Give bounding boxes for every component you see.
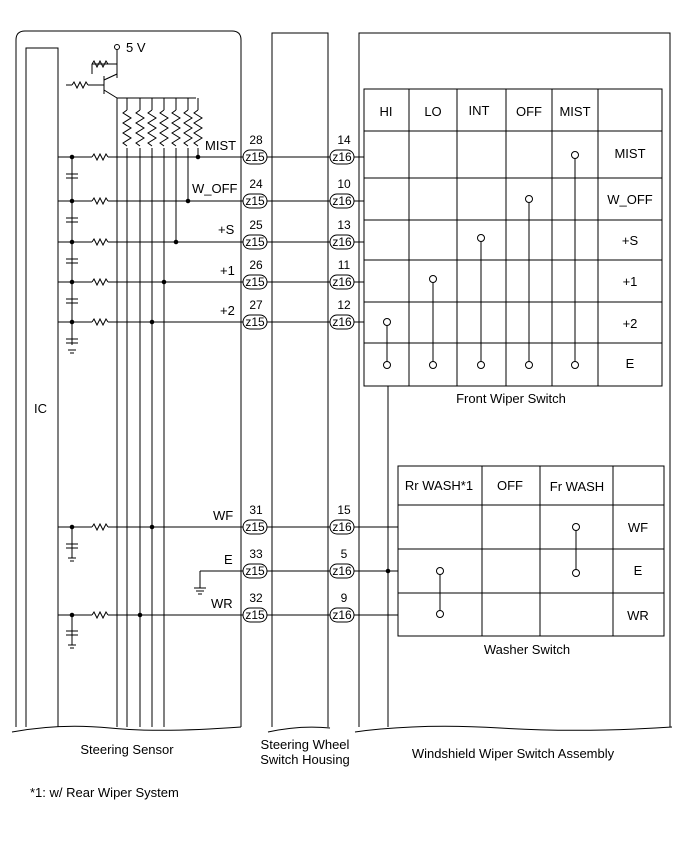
caption-housing-line1: Steering Wheel [261, 737, 350, 752]
connector-z15: z15 [245, 275, 265, 289]
pullup-resistors [126, 98, 199, 727]
connector-z15: z15 [245, 564, 265, 578]
pullup-resistor-zigzags [122, 109, 203, 148]
pin-number-housing: 14 [337, 133, 351, 147]
pin-number-sensor: 33 [249, 547, 263, 561]
footnote: *1: w/ Rear Wiper System [30, 785, 179, 800]
connector-z15: z15 [245, 520, 265, 534]
connector-z16: z16 [332, 520, 352, 534]
pin-number-sensor: 24 [249, 177, 263, 191]
pin-number-housing: 10 [337, 177, 351, 191]
connector-pills [242, 149, 355, 623]
caption-housing-line2: Switch Housing [260, 752, 350, 767]
front-switch-headers: HI LO INT OFF MIST MIST W_OFF +S +1 +2 E… [380, 103, 653, 406]
housing-box [271, 32, 329, 727]
caption-steering-sensor: Steering Sensor [80, 742, 174, 757]
washer-col-fr-wash: Fr WASH [550, 479, 604, 494]
connector-z15: z15 [245, 150, 265, 164]
front-col-off: OFF [516, 104, 542, 119]
washer-col-off: OFF [497, 478, 523, 493]
pin-number-housing: 11 [338, 258, 351, 272]
break-line [11, 725, 673, 733]
connector-z16: z16 [332, 235, 352, 249]
pin-number-housing: 5 [341, 547, 348, 561]
front-row-s: +S [622, 233, 639, 248]
connector-z16: z16 [332, 564, 352, 578]
signal-label-plus1: +1 [220, 263, 235, 278]
washer-row-wf: WF [628, 520, 648, 535]
pin-number-sensor: 26 [249, 258, 263, 272]
connector-z16: z16 [332, 275, 352, 289]
steering-sensor-box [15, 30, 242, 727]
front-row-plus1: +1 [623, 274, 638, 289]
connector-z16: z16 [332, 194, 352, 208]
capacitors [66, 157, 78, 649]
front-wiper-switch-table [363, 88, 663, 387]
washer-switch-title: Washer Switch [484, 642, 570, 657]
signal-label-wr: WR [211, 596, 233, 611]
front-row-e: E [626, 356, 635, 371]
pin-number-housing: 9 [341, 591, 348, 605]
front-col-lo: LO [424, 104, 441, 119]
pin-number-sensor: 25 [249, 218, 263, 232]
captions: Steering Sensor Steering Wheel Switch Ho… [80, 737, 614, 767]
supply-symbol [91, 44, 120, 78]
signal-labels: MIST W_OFF +S +1 +2 WF E WR [192, 138, 238, 611]
washer-switch-headers: Rr WASH*1 OFF Fr WASH WF E WR Washer Swi… [405, 478, 649, 657]
supply-label: 5 V [126, 40, 146, 55]
connector-z16: z16 [332, 150, 352, 164]
signal-wires [58, 152, 398, 727]
ic-label: IC [34, 401, 47, 416]
front-row-w-off: W_OFF [607, 192, 653, 207]
washer-switch-table [397, 465, 665, 637]
connector-z15: z15 [245, 235, 265, 249]
signal-label-mist: MIST [205, 138, 236, 153]
caption-assembly: Windshield Wiper Switch Assembly [412, 746, 615, 761]
front-switch-title: Front Wiper Switch [456, 391, 566, 406]
front-col-int: INT [469, 103, 490, 118]
front-row-plus2: +2 [623, 316, 638, 331]
washer-row-wr: WR [627, 608, 649, 623]
signal-label-wf: WF [213, 508, 233, 523]
pin-numbers: 28 14 24 10 25 13 26 11 27 12 31 15 33 5 32 9 [249, 133, 351, 605]
ic-box [25, 47, 59, 727]
connector-z16: z16 [332, 608, 352, 622]
pin-number-housing: 12 [337, 298, 351, 312]
signal-label-plus2: +2 [220, 303, 235, 318]
front-col-mist: MIST [559, 104, 590, 119]
signal-label-s: +S [218, 222, 235, 237]
connector-z15: z15 [245, 315, 265, 329]
pin-number-housing: 15 [337, 503, 351, 517]
front-row-mist: MIST [614, 146, 645, 161]
connector-z15: z15 [245, 194, 265, 208]
connector-labels: z15 z16 z15 z16 z15 z16 z15 z16 z15 z16 z15 z1… [245, 150, 352, 622]
connector-z15: z15 [245, 608, 265, 622]
connector-z16: z16 [332, 315, 352, 329]
washer-col-rr-wash: Rr WASH*1 [405, 478, 473, 493]
pin-number-sensor: 27 [249, 298, 263, 312]
washer-row-e: E [634, 563, 643, 578]
pin-number-housing: 13 [337, 218, 351, 232]
front-col-hi: HI [380, 104, 393, 119]
signal-label-e: E [224, 552, 233, 567]
transistor-symbol [66, 73, 196, 727]
assembly-box [358, 32, 671, 727]
pin-number-sensor: 32 [249, 591, 263, 605]
signal-label-w-off: W_OFF [192, 181, 238, 196]
pin-number-sensor: 28 [249, 133, 263, 147]
pin-number-sensor: 31 [249, 503, 263, 517]
